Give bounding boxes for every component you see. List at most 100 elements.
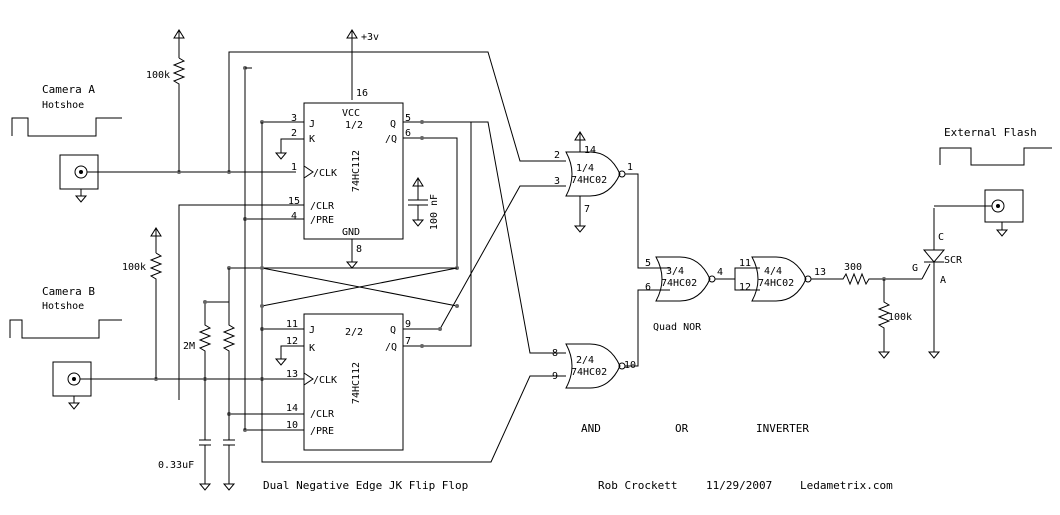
ff1-pin-num-qbar: 6 [405, 128, 411, 139]
ff2-pin-pre-label: /PRE [310, 426, 334, 437]
ff2-pin-q-label: Q [390, 325, 396, 336]
ff1-gnd-label: GND [342, 227, 360, 238]
external-flash-pulse-icon [939, 147, 1052, 166]
gate3-pin-in1: 5 [645, 258, 651, 269]
author-label: Rob Crockett [598, 479, 677, 492]
nor-gate-2 [565, 343, 626, 389]
series-resistor-label: 300 [844, 262, 862, 273]
ff2-unit-label: 2/2 [345, 327, 363, 338]
gate1-pin-gnd: 7 [584, 204, 590, 215]
camera-a-pullup-resistor [172, 29, 186, 172]
timing-cap-label: 0.33uF [158, 460, 194, 471]
ff2-part-label: 74HC112 [351, 362, 362, 404]
ff1-ground-icon [345, 239, 359, 269]
ff1-pin-num-q: 5 [405, 113, 411, 124]
ff1-pin-clk-label: /CLK [313, 168, 337, 179]
external-flash-title: External Flash [944, 126, 1037, 139]
gate3-unit: 3/4 [666, 266, 684, 277]
gate4-unit: 4/4 [764, 266, 782, 277]
gate3-pin-in2: 6 [645, 282, 651, 293]
ff2-pin-num-pre: 10 [286, 420, 298, 431]
ff1-vcc-label: VCC [342, 108, 360, 119]
gate2-pin-in2: 9 [552, 371, 558, 382]
ff2-pin-clr-label: /CLR [310, 409, 335, 420]
ff2-pin-k-label: K [309, 343, 315, 354]
camera-a-title: Camera A [42, 83, 95, 96]
vcc-arrow-icon [346, 29, 358, 100]
gate2-part: 74HC02 [571, 367, 607, 378]
ff1-pin-pre-label: /PRE [310, 215, 334, 226]
decoupling-capacitor-icon [408, 177, 428, 227]
gate1-part: 74HC02 [571, 175, 607, 186]
camera-b-jack-icon [52, 361, 92, 410]
ff1-pin-num-pre: 4 [291, 211, 297, 222]
ff2-pin-j-label: J [309, 325, 315, 336]
camera-b-pullup-label: 100k [122, 262, 146, 273]
camera-b-pulse-icon [9, 319, 122, 339]
scr-a-label: A [940, 275, 946, 286]
section-inverter-label: INVERTER [756, 422, 809, 435]
gate4-pin-out: 13 [814, 267, 826, 278]
ff2-pin-num-clk: 13 [286, 369, 298, 380]
supply-label: +3v [361, 32, 379, 43]
scr-g-label: G [912, 263, 918, 274]
ff1-pin-vcc: 16 [356, 88, 368, 99]
section-or-label: OR [675, 422, 689, 435]
camera-a-pullup-label: 100k [146, 70, 170, 81]
ff2-pin-num-j: 11 [286, 319, 298, 330]
ff2-pin-clk-label: /CLK [313, 375, 337, 386]
ff1-pin-num-clk: 1 [291, 162, 297, 173]
camera-b-pullup-resistor [149, 227, 163, 379]
gate1-pin-in2: 3 [554, 176, 560, 187]
gate-pulldown-label: 100k [888, 312, 912, 323]
gate3-part: 74HC02 [661, 278, 697, 289]
gate2-unit: 2/4 [576, 355, 594, 366]
nor-gate-1 [565, 131, 626, 233]
camera-a-jack-icon [59, 154, 99, 203]
ff1-pin-num-clr: 15 [288, 196, 300, 207]
ff2-pin-qbar-label: /Q [385, 342, 397, 353]
quad-nor-label: Quad NOR [653, 322, 702, 333]
series-resistor-300 [811, 272, 922, 286]
gate2-pin-in1: 8 [552, 348, 558, 359]
scr-thyristor-icon [921, 208, 946, 359]
ff2-pin-num-clr: 14 [286, 403, 298, 414]
scr-c-label: C [938, 232, 944, 243]
ff1-pin-num-k: 2 [291, 128, 297, 139]
ff1-part-label: 74HC112 [351, 150, 362, 192]
ff2-pin-num-q: 9 [405, 319, 411, 330]
flipflop-2-box [303, 313, 404, 451]
gate4-part: 74HC02 [758, 278, 794, 289]
ff1-pin-j-label: J [309, 119, 315, 130]
gate1-unit: 1/4 [576, 163, 594, 174]
camera-a-pulse-icon [11, 117, 122, 137]
website-label: Ledametrix.com [800, 479, 893, 492]
schematic-caption: Dual Negative Edge JK Flip Flop [263, 479, 468, 492]
decoupling-cap-label: 100 nF [429, 194, 440, 230]
ff1-pin-qbar-label: /Q [385, 134, 397, 145]
camera-b-title: Camera B [42, 285, 95, 298]
ff1-pin-clr-label: /CLR [310, 201, 335, 212]
external-flash-jack-icon [984, 189, 1024, 237]
ff2-pin-num-qbar: 7 [405, 336, 411, 347]
timing-resistor-label: 2M [183, 341, 195, 352]
ff1-k-ground-icon [274, 138, 304, 160]
camera-a-subtitle: Hotshoe [42, 100, 84, 111]
gate1-pin-vcc: 14 [584, 145, 596, 156]
flipflop-1-box [303, 102, 404, 240]
ff1-pin-q-label: Q [390, 119, 396, 130]
section-and-label: AND [581, 422, 601, 435]
ff1-pin-num-j: 3 [291, 113, 297, 124]
gate4-pin-in1: 11 [739, 258, 751, 269]
date-label: 11/29/2007 [706, 479, 772, 492]
gate4-pin-in2: 12 [739, 282, 751, 293]
gate1-pin-out: 1 [627, 162, 633, 173]
timing-resistor-2m [198, 268, 236, 440]
timing-capacitors-icon [198, 439, 236, 491]
ff2-k-ground-icon [274, 345, 304, 366]
gate-pulldown-resistor [877, 279, 891, 359]
gate1-pin-in1: 2 [554, 150, 560, 161]
scr-name-label: SCR [944, 255, 963, 266]
ff1-unit-label: 1/2 [345, 120, 363, 131]
